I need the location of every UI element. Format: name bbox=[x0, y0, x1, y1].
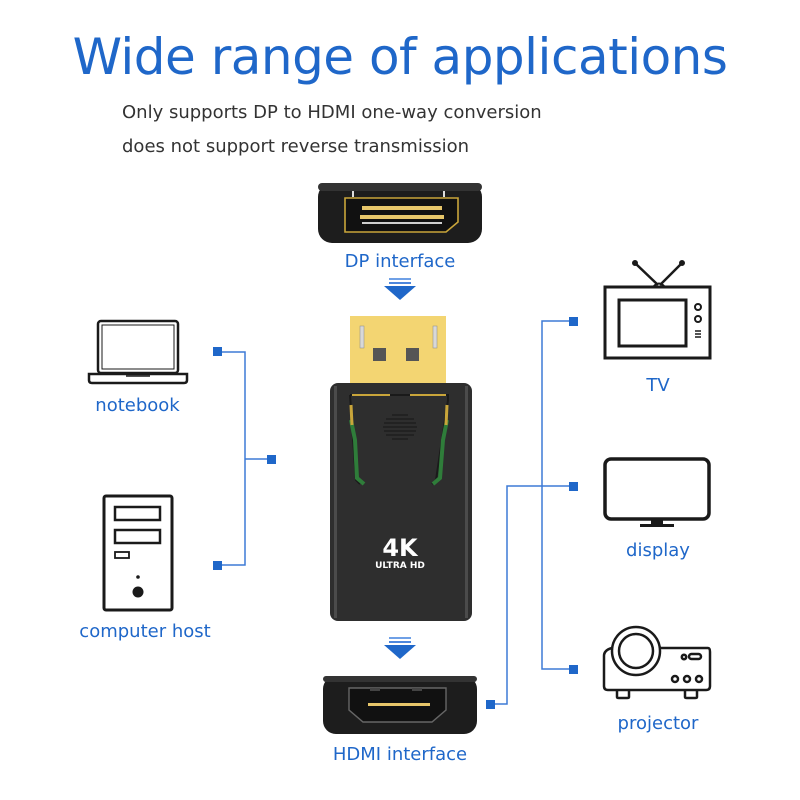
hdmi-interface-label: HDMI interface bbox=[332, 744, 468, 765]
arrow-down-icon bbox=[384, 637, 416, 659]
source-label-notebook: notebook bbox=[95, 395, 180, 416]
monitor-icon bbox=[603, 457, 711, 527]
source-label-computer-host: computer host bbox=[79, 621, 211, 642]
output-connector-lines bbox=[490, 320, 573, 705]
source-connector-lines bbox=[218, 351, 271, 566]
subtitle-line-1: Only supports DP to HDMI one-way convers… bbox=[122, 102, 542, 123]
connector-nodes-left bbox=[213, 347, 276, 570]
desktop-tower-icon bbox=[102, 494, 174, 612]
output-label-tv: TV bbox=[646, 375, 670, 396]
output-label-projector: projector bbox=[617, 713, 699, 734]
badge-ultra-hd: ULTRA HD bbox=[375, 561, 425, 571]
output-label-display: display bbox=[626, 540, 690, 561]
arrow-down-icon bbox=[384, 278, 416, 300]
dp-port-icon bbox=[318, 183, 482, 243]
dp-interface-label: DP interface bbox=[344, 251, 456, 272]
hdmi-port-icon bbox=[323, 676, 477, 734]
connector-nodes-right bbox=[486, 317, 578, 709]
projector-icon bbox=[602, 625, 712, 700]
adapter-image bbox=[330, 316, 472, 621]
page-title: Wide range of applications bbox=[72, 28, 728, 86]
tv-icon bbox=[603, 260, 712, 360]
badge-4k: 4K bbox=[382, 534, 418, 562]
laptop-icon bbox=[87, 319, 189, 385]
subtitle-line-2: does not support reverse transmission bbox=[122, 136, 470, 157]
